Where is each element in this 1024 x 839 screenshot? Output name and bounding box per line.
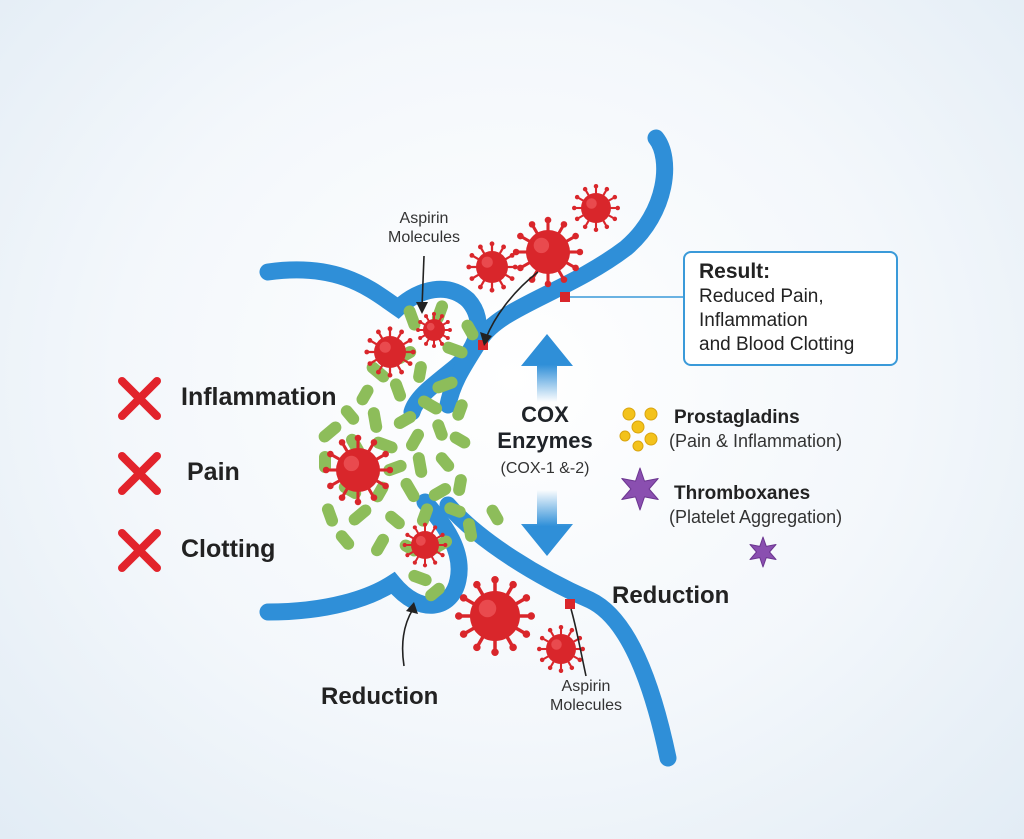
virus-icon <box>537 625 585 673</box>
aspirin-molecule <box>348 504 372 526</box>
aspirin-molecule <box>417 395 443 415</box>
aspirin-molecule-cluster <box>318 300 504 602</box>
annotation-arrows <box>401 255 587 677</box>
reduction-left-pointer-head <box>406 602 418 614</box>
aspirin-molecule <box>321 503 339 527</box>
aspirin-molecule <box>356 384 374 406</box>
aspirin-molecule <box>371 533 389 557</box>
legend-prostaglandins-subtitle: (Pain & Inflammation) <box>669 431 843 451</box>
cox-arrow-down <box>521 490 573 556</box>
aspirin-molecule <box>462 518 478 542</box>
cox-label: COX Enzymes (COX-1 &-2) <box>470 402 620 478</box>
red-x-icon <box>118 529 161 572</box>
virus-icon <box>466 241 518 293</box>
virus-icon <box>416 312 452 348</box>
aspirin-molecule <box>403 305 421 331</box>
aspirin-molecule <box>335 530 355 550</box>
yellow-dots-icon <box>619 407 658 452</box>
reduction-left-pointer <box>401 608 414 667</box>
aspirin-molecule <box>318 421 342 443</box>
cox-title-line1: COX <box>521 402 569 427</box>
aspirin-label-bottom: Aspirin Molecules <box>536 677 636 715</box>
aspirin-label-top-line1: Aspirin <box>399 210 449 227</box>
result-line-3: and Blood Clotting <box>699 334 855 355</box>
aspirin-label-top-line2: Molecules <box>387 229 461 246</box>
vessel-wall-right-lower <box>439 496 677 767</box>
result-title: Result: <box>699 260 771 283</box>
result-box: Result: Reduced Pain, Inflammation and B… <box>683 251 898 366</box>
reduction-label-right: Reduction <box>612 582 730 609</box>
vessel-marker <box>560 292 570 302</box>
legend-thromboxanes-subtitle: (Platelet Aggregation) <box>669 507 843 527</box>
vessel-marker <box>478 340 488 350</box>
effect-label-pain: Pain <box>187 458 240 486</box>
purple-star-icon <box>749 536 777 568</box>
aspirin-molecule <box>444 502 466 518</box>
virus-icon <box>322 434 394 506</box>
aspirin-bottom-pointer <box>570 608 587 677</box>
reduction-label-left: Reduction <box>321 683 439 710</box>
result-line-1: Reduced Pain, <box>699 286 824 307</box>
vessel-marker <box>565 599 575 609</box>
aspirin-molecule <box>372 436 398 454</box>
result-line-2: Inflammation <box>699 310 808 331</box>
aspirin-molecule <box>413 361 427 383</box>
aspirin-molecule <box>385 510 405 530</box>
aspirin-molecule <box>389 378 407 402</box>
aspirin-molecule <box>428 483 452 501</box>
cox-title-line2: Enzymes <box>497 428 593 453</box>
aspirin-molecule <box>449 431 471 449</box>
virus-icon <box>572 184 620 232</box>
aspirin-top-pointer-2-head <box>480 332 492 346</box>
red-x-icons <box>118 377 161 572</box>
vessel-wall-upper-left <box>259 261 487 421</box>
aspirin-molecule <box>486 504 504 526</box>
cox-arrow-up <box>521 334 573 402</box>
aspirin-molecule <box>406 428 424 452</box>
purple-star-icon <box>621 467 659 511</box>
aspirin-molecule <box>453 474 467 496</box>
virus-icon <box>512 216 584 288</box>
aspirin-molecule <box>367 407 383 433</box>
effect-label-inflammation: Inflammation <box>181 383 337 411</box>
aspirin-top-pointer-2 <box>485 271 539 339</box>
aspirin-molecule <box>432 419 448 441</box>
aspirin-molecule <box>435 452 455 472</box>
aspirin-molecule <box>442 341 468 359</box>
virus-icon <box>402 522 448 568</box>
virus-icon <box>455 576 535 656</box>
vessel-wall-lower-left <box>259 493 468 621</box>
aspirin-molecule <box>408 569 432 587</box>
aspirin-molecule <box>452 399 468 421</box>
aspirin-top-pointer-head <box>416 302 428 314</box>
aspirin-molecule <box>412 452 428 478</box>
aspirin-molecule <box>393 411 417 429</box>
aspirin-molecule <box>340 405 360 425</box>
effect-label-clotting: Clotting <box>181 535 276 563</box>
aspirin-label-bottom-line1: Aspirin <box>561 678 611 695</box>
blood-vessel <box>259 129 677 767</box>
aspirin-molecule <box>400 477 420 503</box>
cox-arrows <box>521 334 573 556</box>
legend-thromboxanes-title: Thromboxanes <box>674 483 811 504</box>
aspirin-molecule <box>383 459 407 477</box>
aspirin-molecule <box>416 503 434 527</box>
aspirin-label-top: Aspirin Molecules <box>374 209 474 247</box>
aspirin-molecule <box>431 300 449 324</box>
vessel-wall-right-upper <box>439 129 674 414</box>
aspirin-label-bottom-line2: Molecules <box>549 697 623 714</box>
cox-subtitle: (COX-1 &-2) <box>500 460 590 477</box>
vessel-markers <box>478 292 575 609</box>
virus-icon <box>364 326 416 378</box>
aspirin-top-pointer <box>421 255 425 308</box>
aspirin-molecule <box>432 376 458 394</box>
virus-group <box>322 184 620 673</box>
aspirin-molecule <box>425 582 445 602</box>
red-x-icon <box>118 377 161 420</box>
legend-prostaglandins-title: Prostagladins <box>674 407 800 428</box>
aspirin-molecule <box>461 319 479 341</box>
purple-star-icons <box>621 467 777 568</box>
red-x-icon <box>118 452 161 495</box>
